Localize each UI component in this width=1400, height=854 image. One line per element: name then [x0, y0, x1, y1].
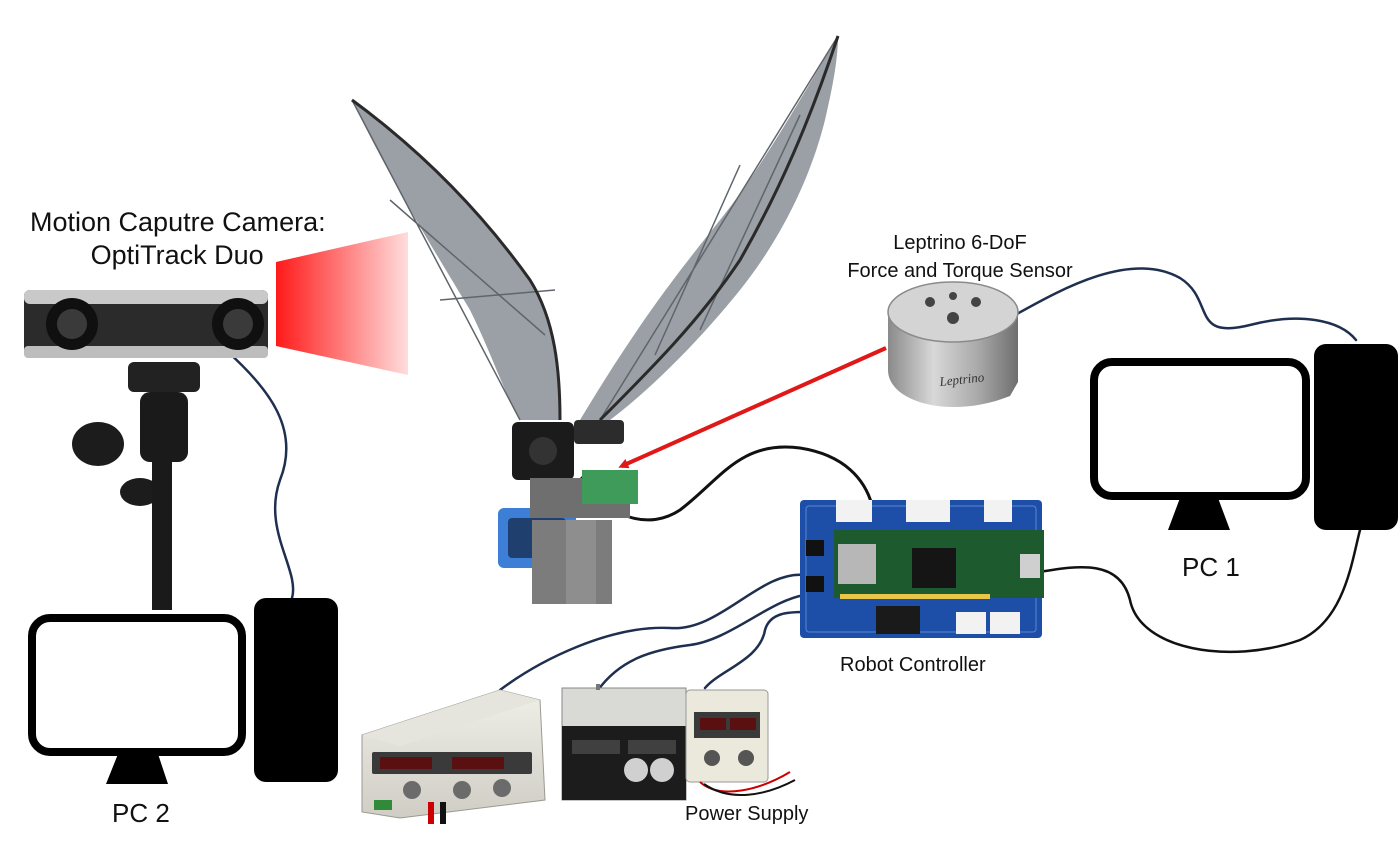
camera-label: Motion Caputre Camera: OptiTrack Duo [30, 206, 326, 272]
sensor-label: Leptrino 6-DoF Force and Torque Sensor [830, 229, 1090, 285]
controller-label: Robot Controller [840, 654, 986, 676]
camera-label-line1: Motion Caputre Camera: [30, 207, 326, 237]
cable-sensor-pc1 [1013, 267, 1358, 342]
camera-icon [24, 290, 268, 610]
pc2-tower-icon [254, 598, 338, 782]
sensor-icon: Leptrino [887, 281, 1019, 408]
cable-robot-controller [580, 445, 874, 522]
power-supply-label: Power Supply [685, 803, 809, 825]
cable-ps3-controller [703, 610, 807, 690]
right-wing [580, 36, 838, 420]
cables [226, 267, 1362, 692]
sensor-arrow [618, 346, 887, 469]
pc2-label: PC 2 [112, 798, 170, 828]
pc1-label: PC 1 [1182, 552, 1240, 582]
pc1-monitor-icon [1090, 358, 1310, 530]
pc2-monitor-icon [28, 614, 246, 784]
cable-controller-pc1 [1038, 528, 1362, 654]
sensor-label-line1: Leptrino 6-DoF [893, 232, 1027, 254]
left-wing [352, 100, 560, 420]
power-supply-icon [361, 684, 796, 824]
pcb-icon [800, 500, 1044, 638]
wing-robot-icon [351, 35, 840, 604]
pc1-tower-icon [1314, 344, 1398, 530]
cable-camera-pc2 [226, 350, 295, 600]
sensor-label-line2: Force and Torque Sensor [847, 260, 1073, 282]
cable-ps1-controller [498, 573, 807, 692]
sensor-brand: Leptrino [938, 369, 986, 389]
camera-beam [276, 232, 408, 375]
camera-label-line2: OptiTrack Duo [90, 240, 264, 270]
cable-ps2-controller [596, 593, 807, 692]
